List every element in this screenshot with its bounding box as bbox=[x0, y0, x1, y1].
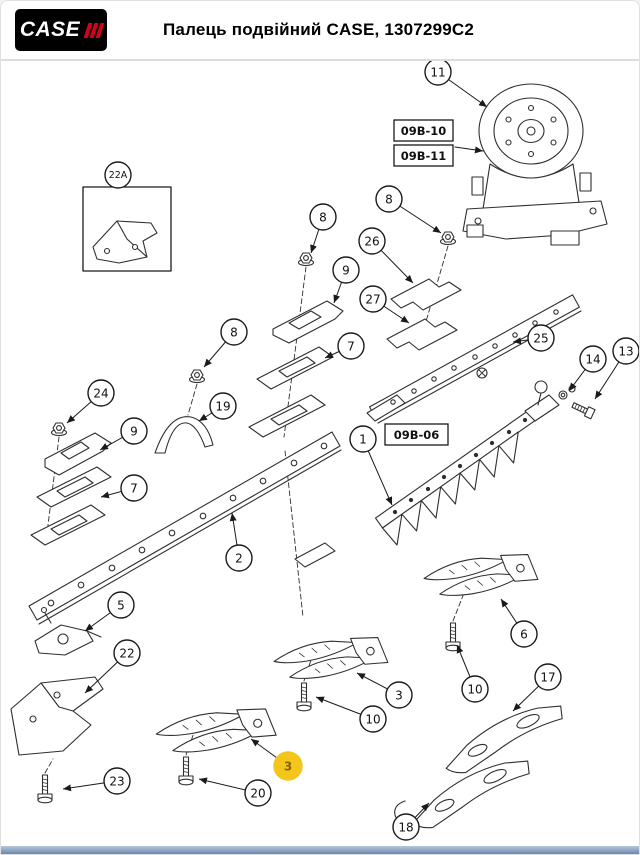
svg-text:1: 1 bbox=[359, 433, 367, 447]
svg-text:23: 23 bbox=[109, 775, 124, 789]
bolt-13-drawing bbox=[570, 399, 596, 420]
svg-text:9: 9 bbox=[342, 264, 350, 278]
nut-8-right-drawing bbox=[439, 231, 457, 246]
svg-text:26: 26 bbox=[364, 235, 379, 249]
gearbox-drawing bbox=[462, 83, 608, 246]
clip-stack-middle-drawing bbox=[248, 300, 344, 568]
nut-8-middle-drawing bbox=[297, 252, 315, 267]
svg-text:7: 7 bbox=[347, 340, 355, 354]
ih-stripes-icon bbox=[82, 22, 105, 38]
bolt-20-drawing bbox=[178, 756, 194, 786]
case-logo: CASE bbox=[15, 9, 107, 51]
clip-stack-left-drawing bbox=[30, 432, 112, 546]
callout-6[interactable]: 6 bbox=[500, 598, 538, 648]
guard-finger-3-bottom-drawing bbox=[153, 697, 277, 764]
knife-head-5-drawing bbox=[34, 606, 102, 656]
callout-26[interactable]: 26 bbox=[358, 227, 414, 284]
svg-text:27: 27 bbox=[365, 293, 380, 307]
bolt-23-drawing bbox=[37, 774, 53, 804]
svg-text:10: 10 bbox=[467, 683, 482, 697]
callout-14[interactable]: 14 bbox=[568, 345, 607, 392]
knife-assembly-1-drawing bbox=[374, 380, 560, 546]
callout-8[interactable]: 8 bbox=[375, 185, 442, 234]
callout-11[interactable]: 11 bbox=[424, 61, 488, 108]
svg-text:18: 18 bbox=[398, 821, 413, 835]
svg-text:25: 25 bbox=[533, 332, 548, 346]
screw-head-drawing bbox=[476, 367, 488, 379]
callout-25[interactable]: 25 bbox=[512, 324, 555, 352]
callout-2[interactable]: 2 bbox=[225, 512, 253, 572]
bottom-accent-bar bbox=[1, 846, 639, 854]
callout-22A[interactable]: 22A bbox=[104, 161, 132, 189]
page-header: CASE Палець подвійний CASE, 1307299C2 bbox=[1, 1, 639, 61]
callout-17[interactable]: 17 bbox=[512, 663, 562, 712]
svg-text:8: 8 bbox=[230, 326, 238, 340]
svg-text:3: 3 bbox=[395, 689, 403, 703]
svg-text:24: 24 bbox=[93, 387, 108, 401]
svg-text:5: 5 bbox=[117, 599, 125, 613]
washers-14-drawing bbox=[558, 385, 576, 400]
skid-plate-22-drawing bbox=[10, 676, 104, 756]
callout-3[interactable]: 3 bbox=[356, 672, 413, 709]
bolt-10-middle-drawing bbox=[296, 682, 312, 712]
nut-24-drawing bbox=[50, 422, 68, 437]
svg-text:7: 7 bbox=[130, 482, 138, 496]
ref-box-09B-10[interactable]: 09B-10 bbox=[393, 119, 454, 142]
callout-9[interactable]: 9 bbox=[99, 417, 148, 451]
page-title: Палець подвійний CASE, 1307299C2 bbox=[163, 20, 475, 39]
ref-arrow bbox=[454, 146, 484, 154]
callout-24[interactable]: 24 bbox=[66, 379, 115, 424]
bracket-22a-drawing bbox=[92, 220, 158, 264]
parts-diagram: 1122A88269278725141324199172522631017103… bbox=[10, 61, 639, 841]
svg-text:8: 8 bbox=[319, 211, 327, 225]
callout-27[interactable]: 27 bbox=[359, 285, 410, 324]
callout-1[interactable]: 1 bbox=[349, 425, 393, 506]
svg-text:17: 17 bbox=[540, 671, 555, 685]
svg-text:8: 8 bbox=[385, 193, 393, 207]
svg-text:13: 13 bbox=[618, 345, 633, 359]
callout-9[interactable]: 9 bbox=[332, 256, 360, 304]
svg-text:14: 14 bbox=[585, 353, 600, 367]
svg-text:09B-10: 09B-10 bbox=[401, 124, 447, 138]
callout-5[interactable]: 5 bbox=[84, 591, 135, 632]
guard-finger-6-drawing bbox=[421, 543, 539, 607]
svg-text:20: 20 bbox=[250, 787, 265, 801]
ref-box-09B-06[interactable]: 09B-06 bbox=[384, 423, 449, 446]
svg-text:09B-11: 09B-11 bbox=[401, 149, 447, 163]
svg-text:19: 19 bbox=[215, 400, 230, 414]
callout-8[interactable]: 8 bbox=[309, 203, 337, 254]
cutter-bar-2-drawing bbox=[28, 431, 342, 625]
callout-13[interactable]: 13 bbox=[594, 337, 639, 400]
svg-text:22A: 22A bbox=[109, 170, 128, 181]
clamp-19-drawing bbox=[154, 416, 214, 454]
case-logo-text: CASE bbox=[19, 18, 81, 41]
ref-box-09B-11[interactable]: 09B-11 bbox=[393, 144, 454, 167]
callout-22[interactable]: 22 bbox=[84, 639, 141, 694]
svg-text:2: 2 bbox=[235, 552, 243, 566]
svg-text:3: 3 bbox=[284, 760, 292, 774]
callout-10[interactable]: 10 bbox=[456, 644, 489, 703]
callout-23[interactable]: 23 bbox=[62, 767, 131, 795]
svg-text:11: 11 bbox=[430, 66, 445, 80]
callout-20[interactable]: 20 bbox=[198, 777, 272, 807]
callout-3-highlighted[interactable]: 3 bbox=[250, 738, 303, 781]
callout-18[interactable]: 18 bbox=[392, 802, 430, 841]
callout-7[interactable]: 7 bbox=[324, 332, 365, 360]
callout-7[interactable]: 7 bbox=[100, 474, 148, 502]
nut-8-left-drawing bbox=[188, 369, 206, 384]
svg-text:6: 6 bbox=[520, 628, 528, 642]
callout-8[interactable]: 8 bbox=[203, 318, 248, 368]
callout-19[interactable]: 19 bbox=[198, 392, 237, 422]
svg-text:22: 22 bbox=[119, 647, 134, 661]
svg-text:09B-06: 09B-06 bbox=[394, 428, 440, 442]
clip-stack-right-drawing bbox=[386, 278, 462, 351]
callout-10[interactable]: 10 bbox=[315, 696, 387, 733]
svg-text:9: 9 bbox=[130, 425, 138, 439]
svg-text:10: 10 bbox=[365, 713, 380, 727]
